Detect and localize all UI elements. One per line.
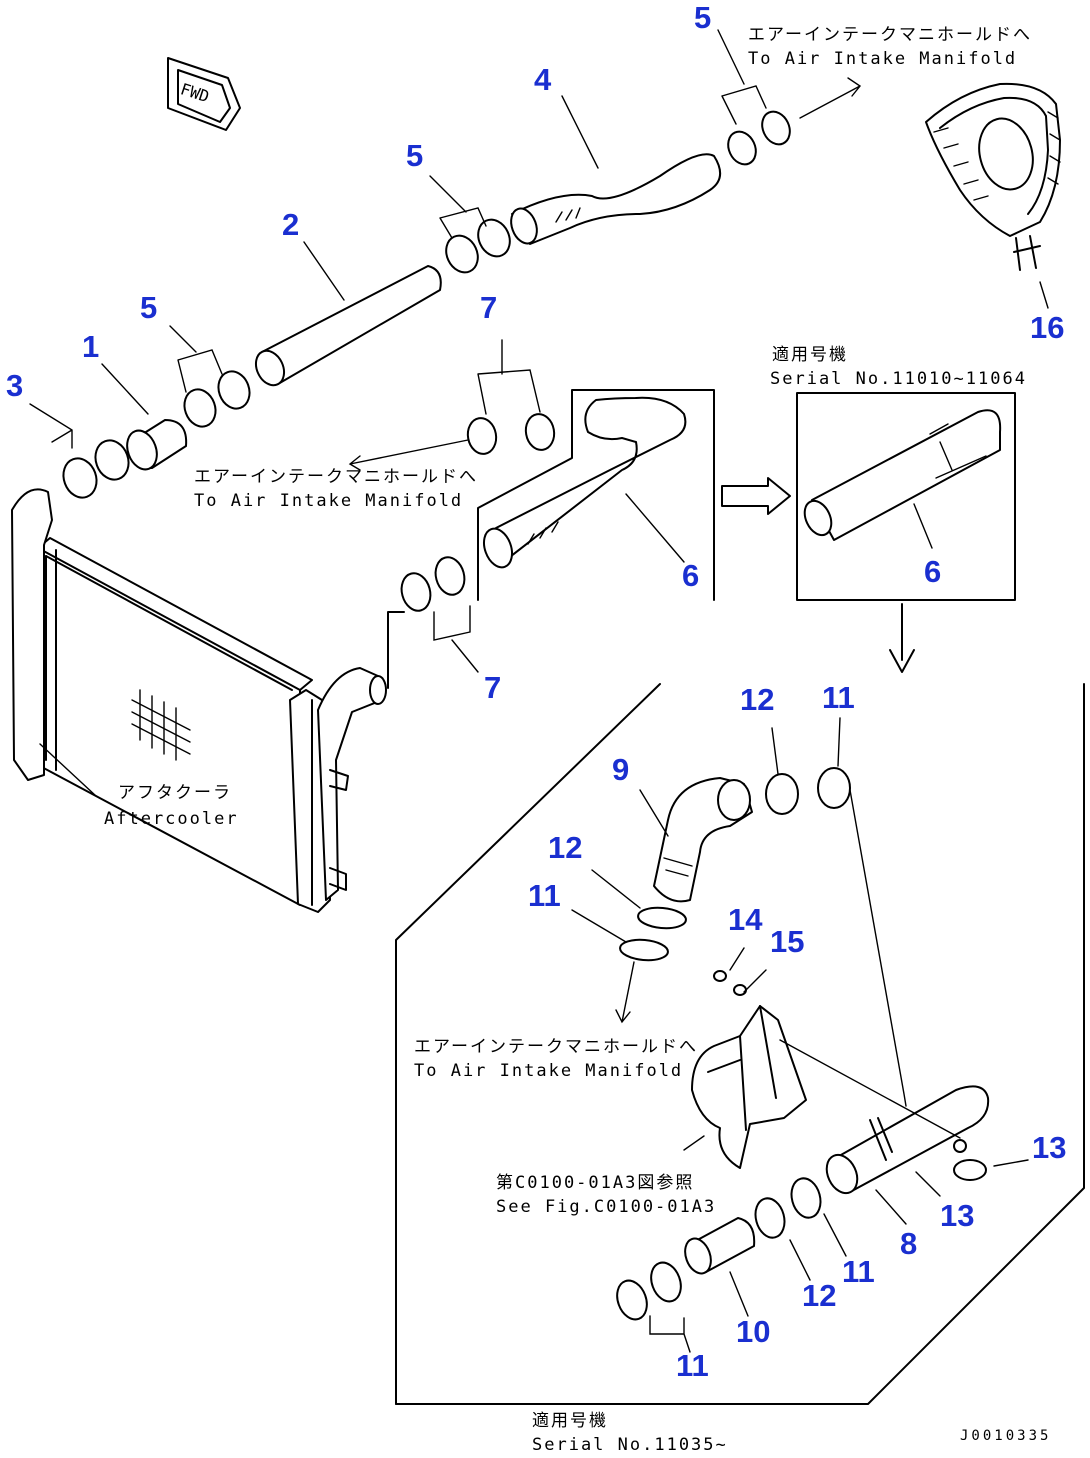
hose-1 <box>126 419 188 471</box>
fwd-arrow-icon: FWD <box>167 57 241 131</box>
callout-3: 3 <box>6 368 23 403</box>
core-hatch-icon <box>131 689 191 761</box>
annotations: エアーインテークマニホールドへ To Air Intake Manifold エ… <box>104 25 1051 1455</box>
hose-4 <box>510 153 721 245</box>
callout-11-top: 11 <box>822 680 855 715</box>
hose-6-box-right <box>796 392 1016 601</box>
aftercooler-en: Aftercooler <box>104 809 239 829</box>
detail-frame <box>395 683 1085 1405</box>
callout-11-bottom: 11 <box>676 1348 709 1383</box>
callout-5-top: 5 <box>694 0 711 35</box>
hose-9 <box>653 777 753 903</box>
to-intake-low-jp: エアーインテークマニホールドへ <box>414 1037 698 1057</box>
clamps-11-12-mid <box>619 906 687 962</box>
callout-5-mid: 5 <box>406 138 423 173</box>
callout-12-bottom: 12 <box>802 1278 836 1313</box>
to-intake-low-en: To Air Intake Manifold <box>414 1061 683 1081</box>
clamps-11-bottom <box>616 1261 682 1321</box>
see-fig-en: See Fig.C0100-01A3 <box>496 1197 716 1217</box>
hose-6-box-left <box>477 389 715 601</box>
hose-10 <box>684 1217 756 1275</box>
clamp-set-5-left <box>183 370 251 428</box>
intake-manifold-16 <box>925 82 1061 271</box>
down-arrow-icon <box>889 603 915 673</box>
clamp-set-5-right <box>727 110 791 166</box>
clamps-11-12-low <box>754 1177 822 1239</box>
callout-6-right: 6 <box>924 554 941 589</box>
serial-bottom-jp: 適用号機 <box>532 1411 608 1431</box>
serial-top-en: Serial No.11010~11064 <box>770 369 1027 389</box>
callout-12-top: 12 <box>740 682 774 717</box>
arrow-to-box <box>721 477 791 515</box>
clamps-11-12-top <box>765 767 851 815</box>
to-intake-mid-en: To Air Intake Manifold <box>194 491 463 511</box>
pipe-2 <box>254 265 442 387</box>
clamp-set-7-upper <box>466 413 556 455</box>
callout-12-mid: 12 <box>548 830 582 865</box>
leader-lines <box>29 29 1049 1353</box>
fwd-label: FWD <box>178 79 211 106</box>
callout-2: 2 <box>282 207 299 242</box>
clamp-set-7-lower <box>387 556 466 689</box>
callout-7-top: 7 <box>480 290 497 325</box>
serial-bottom-en: Serial No.11035~ <box>532 1435 728 1455</box>
callout-11-mid: 11 <box>528 878 561 913</box>
see-fig-jp: 第C0100-01A3図参照 <box>496 1173 694 1193</box>
to-intake-mid-jp: エアーインテークマニホールドへ <box>194 467 478 487</box>
clamp-set-3 <box>62 439 130 499</box>
to-intake-top-jp: エアーインテークマニホールドへ <box>748 25 1032 45</box>
aftercooler <box>11 488 387 913</box>
callout-8: 8 <box>900 1226 917 1261</box>
bracket <box>691 970 807 1169</box>
callout-13-right: 13 <box>1032 1130 1066 1165</box>
callout-4: 4 <box>534 62 552 97</box>
to-intake-top-en: To Air Intake Manifold <box>748 49 1017 69</box>
serial-top-jp: 適用号機 <box>772 345 848 365</box>
callout-1: 1 <box>82 329 99 364</box>
callout-9: 9 <box>612 752 629 787</box>
callout-15: 15 <box>770 924 804 959</box>
callout-6-left: 6 <box>682 558 699 593</box>
callout-14: 14 <box>728 902 763 937</box>
document-code: J0010335 <box>960 1428 1051 1444</box>
callout-10: 10 <box>736 1314 770 1349</box>
callout-16: 16 <box>1030 310 1064 345</box>
callout-5-left: 5 <box>140 290 157 325</box>
pipe-8 <box>825 1085 990 1195</box>
clamp-set-5-mid <box>445 218 511 274</box>
callout-7-bottom: 7 <box>484 670 501 705</box>
callout-13-lower: 13 <box>940 1198 974 1233</box>
callout-11-right: 11 <box>842 1254 875 1289</box>
aftercooler-jp: アフタクーラ <box>118 783 232 803</box>
callout-numbers: 1 2 3 4 5 5 5 6 6 7 7 8 9 10 11 11 11 11… <box>6 0 1066 1383</box>
